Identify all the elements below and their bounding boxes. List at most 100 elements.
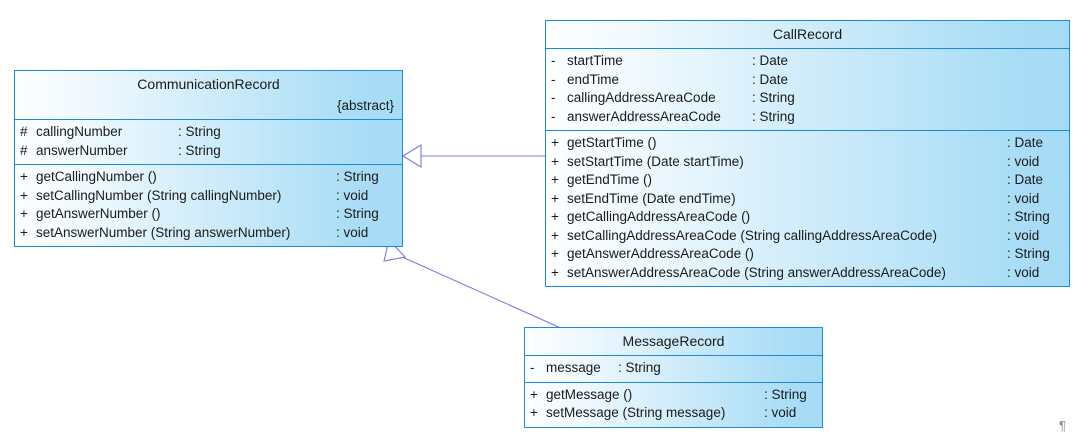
method-return-type: : void (1007, 264, 1040, 280)
attribute-row: - startTime : Date (546, 52, 1069, 71)
method-signature: setEndTime (Date endTime) (567, 190, 736, 206)
method-return-type: : Date (1007, 135, 1044, 150)
method-row: + getEndTime () : Date (546, 171, 1069, 190)
attributes-compartment-call-record: - startTime : Date - endTime : Date - ca… (546, 48, 1069, 130)
attribute-name: callingAddressAreaCode (567, 90, 716, 105)
class-name-message-record: MessageRecord (622, 333, 725, 349)
visibility-marker: + (551, 153, 559, 169)
attribute-name: endTime (567, 71, 620, 87)
visibility-marker: + (20, 224, 28, 240)
method-signature: setCallingAddressAreaCode (String callin… (567, 227, 937, 243)
uml-class-message-record[interactable]: MessageRecord - message : String + getMe… (524, 327, 823, 428)
visibility-marker: + (551, 135, 559, 150)
method-return-type: : void (764, 405, 797, 420)
class-name-communication-record: CommunicationRecord (137, 76, 280, 92)
generalization-line-messagerecord (399, 255, 564, 330)
method-row: + getCallingNumber () : String (15, 168, 402, 187)
method-signature: setStartTime (Date startTime) (567, 153, 744, 169)
method-row: + getAnswerAddressAreaCode () : String (546, 245, 1069, 264)
attribute-row: - message : String (525, 359, 822, 378)
method-signature: setAnswerNumber (String answerNumber) (36, 224, 291, 240)
method-row: + setMessage (String message) : void (525, 404, 822, 423)
paragraph-mark-icon: ¶ (1059, 418, 1066, 433)
method-return-type: : String (764, 386, 807, 402)
attribute-row: - endTime : Date (546, 71, 1069, 90)
attribute-name: answerAddressAreaCode (567, 108, 721, 124)
method-return-type: : void (336, 224, 369, 240)
visibility-marker: + (20, 187, 28, 203)
attribute-name: message (546, 360, 601, 375)
method-row: + getMessage () : String (525, 386, 822, 405)
visibility-marker: + (530, 386, 538, 402)
visibility-marker: + (20, 206, 28, 221)
method-return-type: : void (1007, 153, 1040, 169)
attribute-type: : String (618, 360, 661, 375)
attribute-name: answerNumber (36, 142, 128, 158)
class-name-call-record: CallRecord (772, 26, 843, 42)
method-return-type: : String (336, 206, 379, 221)
method-signature: getMessage () (546, 386, 633, 402)
method-return-type: : String (1007, 246, 1050, 261)
visibility-marker: # (20, 142, 28, 158)
method-row: + getCallingAddressAreaCode () : String (546, 208, 1069, 227)
attributes-compartment-message-record: - message : String (525, 355, 822, 382)
method-signature: getCallingNumber () (36, 169, 157, 184)
visibility-marker: + (530, 405, 538, 420)
attribute-type: : Date (752, 71, 789, 87)
methods-compartment-communication-record: + getCallingNumber () : String + setCall… (15, 164, 402, 246)
attribute-type: : String (178, 142, 221, 158)
methods-compartment-call-record: + getStartTime () : Date + setStartTime … (546, 130, 1069, 286)
attribute-type: : String (752, 90, 795, 105)
method-signature: getStartTime () (567, 135, 657, 150)
visibility-marker: - (551, 71, 556, 87)
visibility-marker: + (551, 264, 559, 280)
visibility-marker: - (551, 53, 556, 68)
attribute-row: - callingAddressAreaCode : String (546, 89, 1069, 108)
visibility-marker: + (551, 172, 559, 187)
visibility-marker: - (530, 360, 535, 375)
visibility-marker: + (551, 190, 559, 206)
method-signature: getCallingAddressAreaCode () (567, 209, 751, 224)
method-row: + setCallingAddressAreaCode (String call… (546, 227, 1069, 246)
method-row: + setEndTime (Date endTime) : void (546, 190, 1069, 209)
attribute-name: startTime (567, 53, 623, 68)
method-return-type: : String (1007, 209, 1050, 224)
visibility-marker: + (551, 227, 559, 243)
visibility-marker: + (20, 169, 28, 184)
method-return-type: : String (336, 169, 379, 184)
method-row: + getAnswerNumber () : String (15, 205, 402, 224)
method-signature: getEndTime () (567, 172, 653, 187)
visibility-marker: + (551, 246, 559, 261)
method-return-type: : void (336, 187, 369, 203)
method-signature: getAnswerNumber () (36, 206, 161, 221)
visibility-marker: + (551, 209, 559, 224)
generalization-messagerecord[interactable] (383, 238, 564, 330)
uml-class-call-record[interactable]: CallRecord - startTime : Date - endTime … (545, 20, 1070, 287)
attribute-type: : Date (752, 53, 789, 68)
method-signature: setCallingNumber (String callingNumber) (36, 187, 282, 203)
method-signature: getAnswerAddressAreaCode () (567, 246, 754, 261)
attribute-row: # answerNumber : String (15, 142, 402, 161)
attribute-type: : String (752, 108, 795, 124)
method-signature: setAnswerAddressAreaCode (String answerA… (567, 264, 946, 280)
generalization-arrowhead-callrecord (401, 144, 422, 168)
method-row: + setCallingNumber (String callingNumber… (15, 187, 402, 206)
methods-compartment-message-record: + getMessage () : String + setMessage (S… (525, 381, 822, 427)
uml-class-communication-record[interactable]: CommunicationRecord {abstract} # calling… (14, 70, 403, 247)
method-row: + getStartTime () : Date (546, 134, 1069, 153)
method-row: + setAnswerAddressAreaCode (String answe… (546, 264, 1069, 283)
class-header-call-record: CallRecord (546, 21, 1069, 48)
attribute-name: callingNumber (36, 124, 123, 139)
method-row: + setStartTime (Date startTime) : void (546, 153, 1069, 172)
class-header-communication-record: CommunicationRecord {abstract} (15, 71, 402, 119)
method-return-type: : void (1007, 190, 1040, 206)
attributes-compartment-communication-record: # callingNumber : String # answerNumber … (15, 119, 402, 164)
method-signature: setMessage (String message) (546, 405, 726, 420)
attribute-row: - answerAddressAreaCode : String (546, 108, 1069, 127)
generalization-callrecord[interactable] (401, 144, 545, 168)
visibility-marker: - (551, 108, 556, 124)
class-header-message-record: MessageRecord (525, 328, 822, 355)
attribute-row: # callingNumber : String (15, 123, 402, 142)
method-return-type: : Date (1007, 172, 1044, 187)
